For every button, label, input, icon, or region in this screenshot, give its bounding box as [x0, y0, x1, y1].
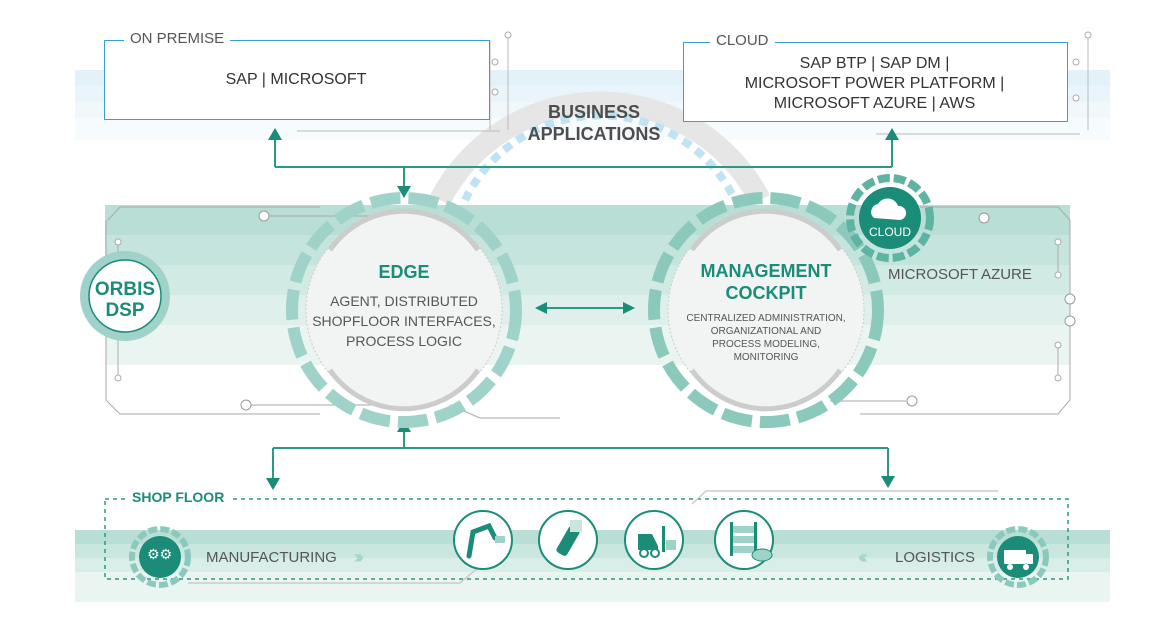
edge-line-1: AGENT, DISTRIBUTED	[330, 293, 478, 309]
cockpit-line-4: MONITORING	[733, 352, 799, 363]
orbis-dsp-logo: ORBIS DSP	[89, 279, 161, 321]
edge-line-3: PROCESS LOGIC	[346, 333, 462, 349]
cockpit-line-1: CENTRALIZED ADMINISTRATION,	[686, 313, 846, 324]
cloud-badge-label: CLOUD	[868, 225, 911, 239]
warehouse-shelf-icon	[714, 510, 774, 570]
cloud-icon	[871, 198, 907, 220]
cockpit-title-1: MANAGEMENT	[700, 261, 832, 281]
on-premise-box	[104, 40, 490, 120]
cloud-provider-label: MICROSOFT AZURE	[888, 266, 1032, 283]
on-premise-content: SAP | MICROSOFT	[225, 71, 367, 88]
edge-node: EDGE AGENT, DISTRIBUTED SHOPFLOOR INTERF…	[306, 262, 502, 351]
edge-title: EDGE	[378, 262, 430, 282]
forklift-fts-icon	[624, 510, 684, 570]
business-applications-title: BUSINESS APPLICATIONS	[494, 101, 694, 145]
title-line-2: APPLICATIONS	[527, 124, 661, 144]
edge-line-2: SHOPFLOOR INTERFACES,	[312, 313, 496, 329]
cockpit-title-2: COCKPIT	[725, 283, 807, 303]
cloud-box	[683, 42, 1068, 122]
cloud-line-2: MICROSOFT POWER PLATFORM |	[744, 75, 1005, 92]
robot-arm-icon	[453, 510, 513, 570]
cockpit-line-3: PROCESS MODELING,	[712, 339, 820, 350]
manufacturing-chevrons: ›››	[354, 547, 364, 567]
dsp-line: DSP	[105, 300, 145, 321]
handheld-scanner-icon	[538, 510, 598, 570]
cloud-content: SAP BTP | SAP DM | MICROSOFT POWER PLATF…	[683, 54, 1066, 114]
truck-icon	[1004, 548, 1034, 568]
gears-icon: ⚙⚙	[147, 546, 173, 562]
management-cockpit-node: MANAGEMENT COCKPIT CENTRALIZED ADMINISTR…	[668, 260, 864, 364]
cloud-line-1: SAP BTP | SAP DM |	[799, 55, 950, 72]
orbis-line: ORBIS	[94, 279, 156, 300]
shop-floor-label: SHOP FLOOR	[126, 489, 231, 505]
manufacturing-label: MANUFACTURING	[206, 549, 337, 566]
logistics-chevrons: ‹‹‹	[858, 547, 868, 567]
cloud-label: CLOUD	[710, 32, 775, 49]
title-line-1: BUSINESS	[547, 102, 641, 122]
logistics-label: LOGISTICS	[895, 549, 976, 566]
on-premise-label: ON PREMISE	[124, 30, 231, 47]
cockpit-line-2: ORGANIZATIONAL AND	[710, 326, 822, 337]
cloud-line-3: MICROSOFT AZURE | AWS	[773, 95, 976, 112]
